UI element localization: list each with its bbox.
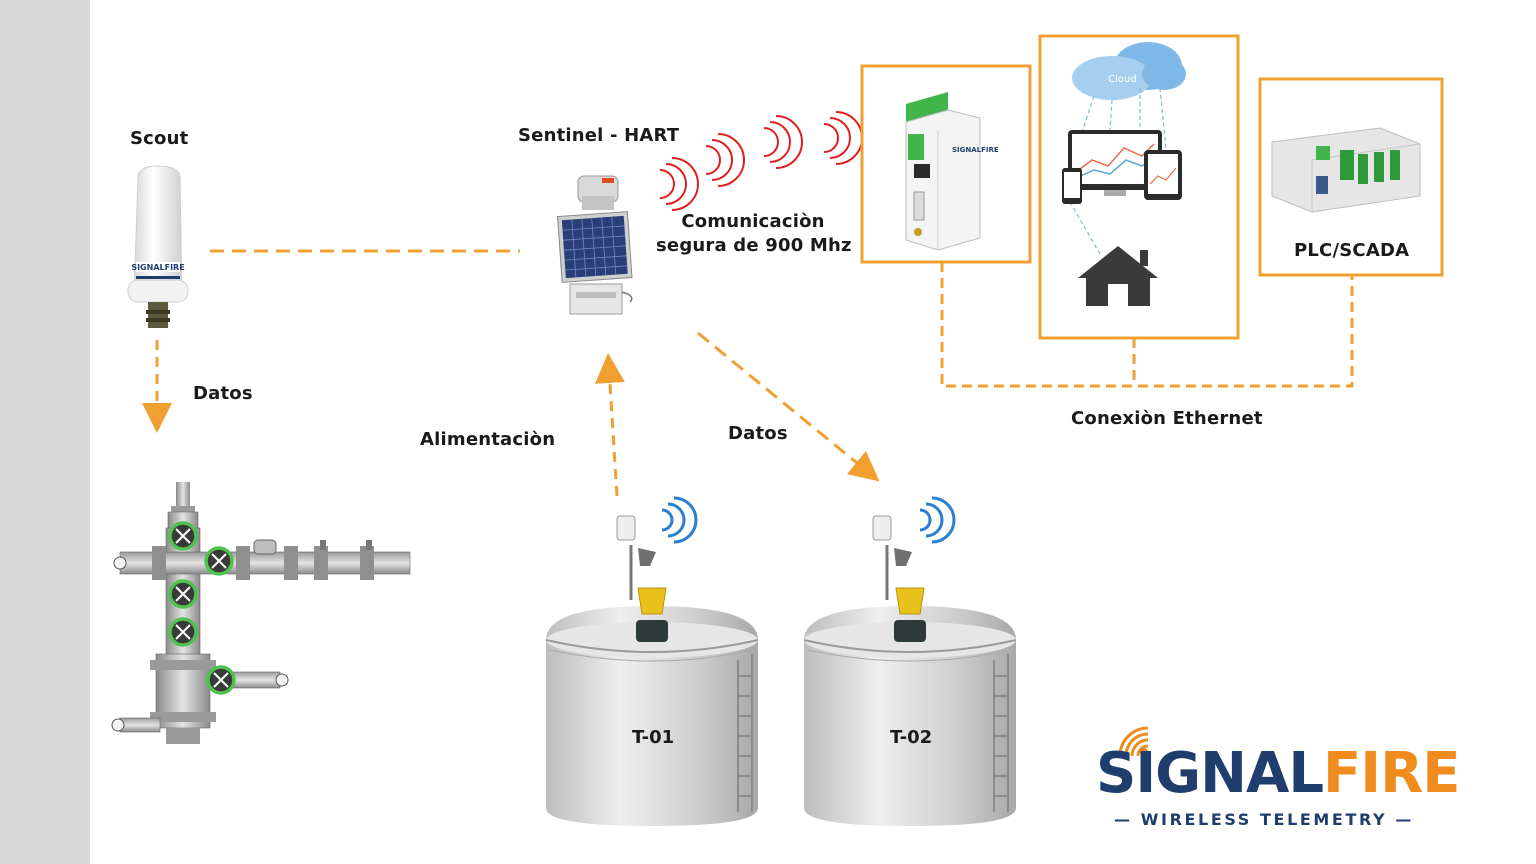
brand-tagline: — WIRELESS TELEMETRY — <box>1114 810 1414 829</box>
tank-t02 <box>803 496 1017 826</box>
comm-label-line2: segura de 900 Mhz <box>656 235 852 256</box>
wellhead-illustration <box>111 482 411 744</box>
power-label: Alimentaciòn <box>420 429 556 450</box>
tank-t01-label: T-01 <box>632 727 675 748</box>
plc-device <box>1271 127 1421 213</box>
datos-left-label: Datos <box>193 383 253 404</box>
cloud-icon <box>1072 42 1186 100</box>
cloud-box-frame <box>1038 34 1240 340</box>
home-icon <box>1078 246 1158 306</box>
scout-brand-text: SIGNALFIRE <box>131 263 184 272</box>
logo-signal-icon <box>1118 726 1149 757</box>
sentinel-label: Sentinel - HART <box>518 125 680 146</box>
scout-device: SIGNALFIRE <box>127 165 189 328</box>
left-sidebar-band <box>0 0 90 864</box>
datos-right-label: Datos <box>728 423 788 444</box>
comm-label: Comunicaciòn segura de 900 Mhz <box>656 210 852 258</box>
gateway-box-frame <box>860 64 1032 264</box>
brand-logo-fire: FIRE <box>1323 741 1460 806</box>
devices-icon <box>1062 130 1182 204</box>
tank-t02-label: T-02 <box>890 727 933 748</box>
gateway-device: SIGNALFIRE <box>905 92 999 251</box>
brand-logo-signal: SIGNAL <box>1096 741 1324 806</box>
radio-waves-red <box>659 111 863 211</box>
plc-box-frame <box>1258 77 1444 277</box>
power-arrow <box>594 353 625 497</box>
cloud-label: Cloud <box>1108 74 1137 85</box>
comm-label-line1: Comunicaciòn <box>681 211 825 232</box>
plc-label: PLC/SCADA <box>1294 240 1410 261</box>
sentinel-to-tank-arrow <box>697 331 880 482</box>
brand-logo: SIGNALFIRE <box>1096 741 1461 806</box>
ethernet-label: Conexiòn Ethernet <box>1071 408 1263 429</box>
ethernet-bus <box>940 262 1354 388</box>
sentinel-device <box>557 175 633 315</box>
svg-text:SIGNALFIRE: SIGNALFIRE <box>952 146 999 154</box>
tank-t01 <box>545 496 759 826</box>
scout-label: Scout <box>130 128 189 149</box>
